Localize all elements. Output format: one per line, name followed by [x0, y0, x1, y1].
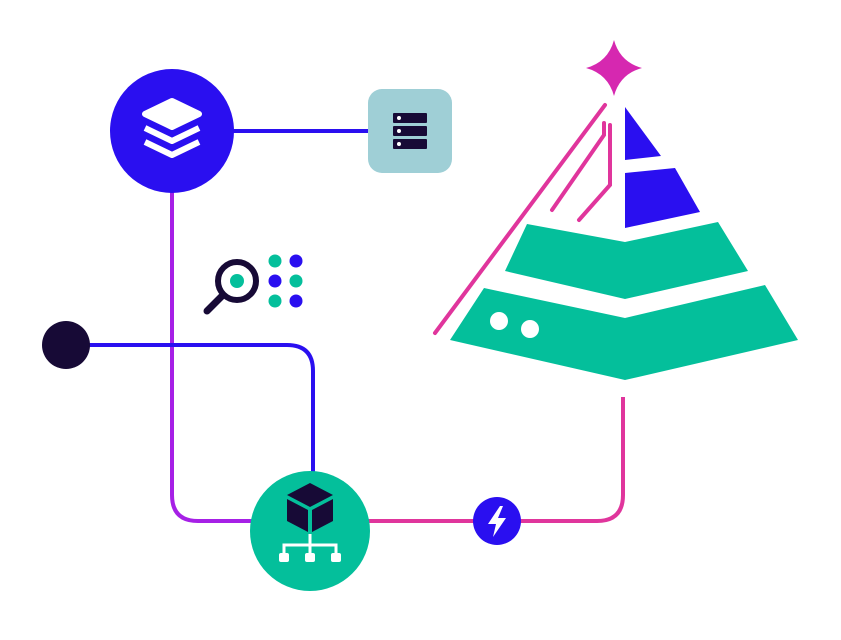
- pyramid-edge-line: [550, 121, 606, 212]
- cube-network-icon: [279, 483, 341, 562]
- layers-icon: [142, 98, 202, 158]
- layers-node[interactable]: [110, 69, 234, 193]
- pyramid-tier-top: [625, 107, 661, 160]
- connector-bolt-to-pyramid: [520, 397, 625, 523]
- pyramid: [433, 103, 798, 380]
- connector-layers-to-hub: [170, 190, 262, 523]
- search-node[interactable]: [203, 254, 303, 315]
- pyramid-edge-line: [433, 103, 607, 335]
- magnifier-icon: [203, 259, 259, 315]
- layers-node-circle: [110, 69, 234, 193]
- hub-node[interactable]: [250, 471, 370, 591]
- dots-grid-icon: [268, 254, 303, 308]
- connector-source-to-hub: [66, 343, 315, 472]
- pyramid-tier-base: [450, 285, 798, 380]
- sparkle-icon: [586, 40, 642, 96]
- pyramid-tier-middle: [505, 222, 748, 299]
- source-dot[interactable]: [42, 321, 90, 369]
- pyramid-indicator-dot: [490, 312, 508, 330]
- lightning-icon: [488, 506, 506, 537]
- pyramid-indicator-dot: [521, 320, 539, 338]
- pyramid-tier-upper: [625, 168, 700, 228]
- server-list-icon: [393, 113, 427, 149]
- bolt-node[interactable]: [473, 497, 521, 545]
- pyramid-edge-line: [577, 123, 612, 222]
- database-node[interactable]: [368, 89, 452, 173]
